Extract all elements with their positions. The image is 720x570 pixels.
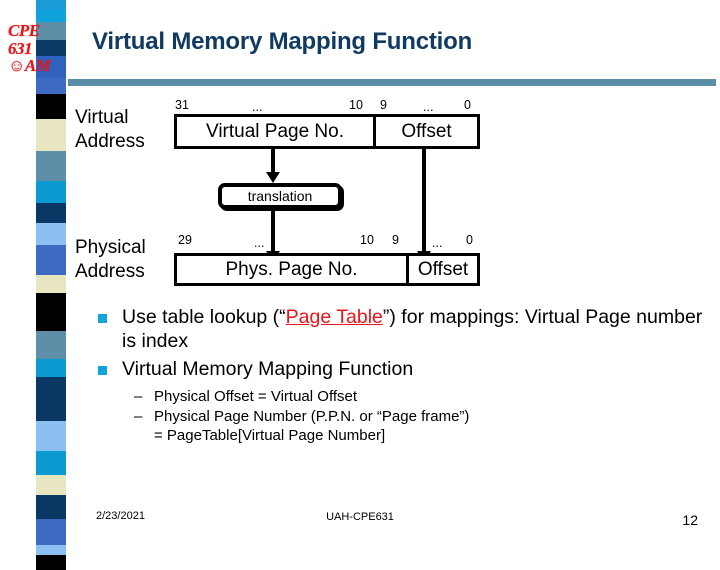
physical-offset-bit-hi: 9 <box>392 233 399 247</box>
arrow-offset-passthrough-line <box>422 149 426 259</box>
virtual-address-label-line1: Virtual <box>75 107 129 128</box>
color-strip-band-11 <box>36 223 66 245</box>
virtual-address-label-line2: Address <box>75 131 145 153</box>
arrow-vpn-to-translation-head <box>266 172 280 183</box>
color-strip-band-23 <box>36 545 66 555</box>
color-strip-band-16 <box>36 359 66 377</box>
bullet-1-post: ”) for mappings: Virtual Page number is … <box>122 306 703 352</box>
course-logo: CPE 631 ☺AM <box>8 22 70 75</box>
color-strip-band-5 <box>36 78 66 94</box>
arrow-vpn-to-translation-line <box>271 149 275 175</box>
color-strip-band-13 <box>36 275 66 293</box>
arrow-translation-to-ppn-line <box>271 209 275 259</box>
logo-line-2: 631 <box>8 38 33 58</box>
dash-marker-icon: – <box>134 388 143 406</box>
color-strip-band-20 <box>36 475 66 495</box>
translation-label: translation <box>247 188 313 204</box>
footer-date: 2/23/2021 <box>96 510 145 522</box>
virtual-address-label: Virtual Address <box>75 106 145 155</box>
virtual-offset-bit-lo: 0 <box>464 98 471 112</box>
sub-bullet-item-2: – Physical Page Number (P.P.N. or “Page … <box>134 407 706 445</box>
logo-line-1: CPE <box>8 21 40 40</box>
sub-bullet-item-1: – Physical Offset = Virtual Offset <box>134 387 706 406</box>
physical-offset-bit-mid: ... <box>432 236 443 250</box>
color-strip-band-6 <box>36 94 66 119</box>
phys-page-no-field: Phys. Page No. <box>177 256 409 283</box>
bullet-marker-icon <box>98 365 107 375</box>
physical-offset-bit-lo: 0 <box>466 233 473 247</box>
color-strip-band-24 <box>36 555 66 570</box>
virtual-offset-field: Offset <box>401 120 452 142</box>
dash-marker-icon: – <box>134 408 143 426</box>
color-strip-band-3 <box>36 40 66 56</box>
color-strip-band-9 <box>36 181 66 203</box>
virtual-bit-hi: 31 <box>175 98 189 112</box>
page-table-link[interactable]: Page Table <box>285 306 383 328</box>
footer-course: UAH-CPE631 <box>326 511 394 523</box>
footer-page-number: 12 <box>682 512 698 528</box>
color-strip-band-14 <box>36 293 66 331</box>
physical-address-label-line1: Physical <box>75 237 146 258</box>
color-strip-band-1 <box>36 10 66 22</box>
translation-box-inner: translation <box>221 186 339 206</box>
color-strip-band-7 <box>36 119 66 151</box>
sub-bullet-2-line1: Physical Page Number (P.P.N. or “Page fr… <box>154 408 470 426</box>
title-divider-rule <box>68 79 716 86</box>
color-strip-band-12 <box>36 245 66 275</box>
logo-line-3: ☺AM <box>8 56 51 76</box>
color-strip-band-2 <box>36 22 66 40</box>
page-title: Virtual Memory Mapping Function <box>92 28 473 55</box>
sub-bullet-list: – Physical Offset = Virtual Offset – Phy… <box>96 387 706 445</box>
bullet-list: Use table lookup (“Page Table”) for mapp… <box>96 306 706 446</box>
arrow-offset-passthrough-head <box>417 251 431 262</box>
color-strip-band-21 <box>36 495 66 519</box>
arrow-translation-to-ppn-head <box>266 251 280 262</box>
physical-bit-lo: 10 <box>360 233 374 247</box>
virtual-bit-mid: ... <box>252 100 263 114</box>
color-strip-band-17 <box>36 377 66 421</box>
bullet-item-2: Virtual Memory Mapping Function <box>96 358 706 382</box>
virtual-bit-lo: 10 <box>349 98 363 112</box>
color-strip-band-8 <box>36 151 66 181</box>
physical-bit-hi: 29 <box>178 233 192 247</box>
physical-address-box: Phys. Page No. Offset <box>174 253 480 286</box>
virtual-offset-bit-mid: ... <box>423 100 434 114</box>
bullet-1-pre: Use table lookup (“ <box>122 306 286 328</box>
sub-bullet-1-text: Physical Offset = Virtual Offset <box>154 388 358 406</box>
color-strip-band-19 <box>36 451 66 475</box>
physical-address-label-line2: Address <box>75 261 145 283</box>
sub-bullet-2-line2: = PageTable[Virtual Page Number] <box>154 427 386 445</box>
color-strip-band-10 <box>36 203 66 223</box>
virtual-offset-bit-hi: 9 <box>380 98 387 112</box>
virtual-address-box: Virtual Page No. Offset <box>174 114 480 149</box>
color-strip-band-15 <box>36 331 66 359</box>
physical-address-label: Physical Address <box>75 236 146 285</box>
decorative-color-strip <box>36 0 66 570</box>
color-strip-band-18 <box>36 421 66 451</box>
bullet-marker-icon <box>98 314 107 323</box>
translation-box: translation <box>218 183 342 209</box>
physical-bit-mid: ... <box>254 236 265 250</box>
color-strip-band-4 <box>36 56 66 78</box>
virtual-page-no-field: Virtual Page No. <box>177 117 376 146</box>
bullet-2-text: Virtual Memory Mapping Function <box>122 357 414 380</box>
bullet-item-1: Use table lookup (“Page Table”) for mapp… <box>96 306 706 354</box>
physical-offset-field: Offset <box>417 258 469 280</box>
color-strip-band-0 <box>36 0 66 10</box>
